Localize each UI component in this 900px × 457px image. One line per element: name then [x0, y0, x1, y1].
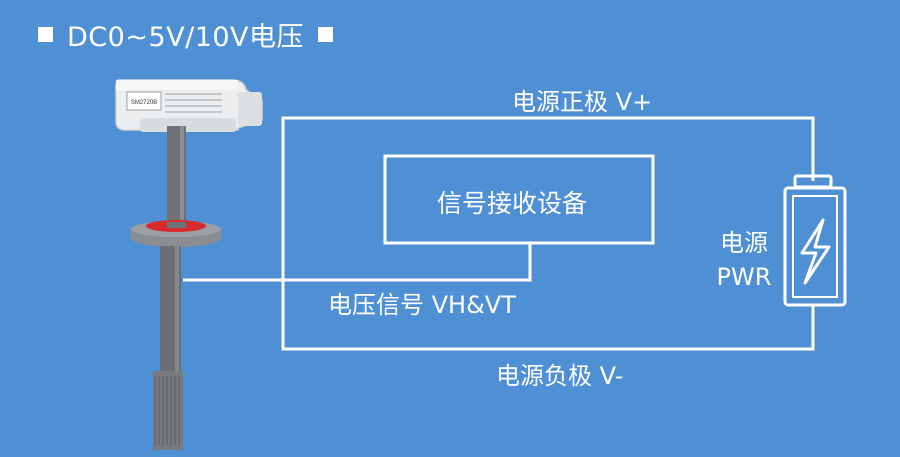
left-square-bullet: [38, 26, 53, 42]
power-label-line2: PWR: [716, 263, 772, 291]
negative-wire: [281, 280, 815, 351]
device-model-text: SM2720B: [131, 100, 157, 106]
page-title: DC0~5V/10V电压: [67, 21, 305, 53]
right-square-bullet: [318, 26, 334, 42]
negative-label: 电源负极 V-: [496, 362, 624, 390]
receiver-label: 信号接收设备: [437, 189, 588, 218]
receiver-box: [383, 154, 655, 245]
lightning-bolt-icon: [800, 218, 831, 285]
battery-icon: [783, 174, 847, 307]
sensor-output-wire: [183, 243, 532, 282]
sensor-device: SM2720B: [115, 79, 263, 450]
power-label-line1: 电源: [720, 229, 768, 257]
signal-label: 电压信号 VH&VT: [328, 291, 516, 319]
positive-label: 电源正极 V+: [512, 88, 653, 116]
positive-wire: [281, 116, 815, 280]
power-label: 电源 PWR: [708, 226, 780, 294]
title-bar: DC0~5V/10V电压: [38, 14, 334, 54]
